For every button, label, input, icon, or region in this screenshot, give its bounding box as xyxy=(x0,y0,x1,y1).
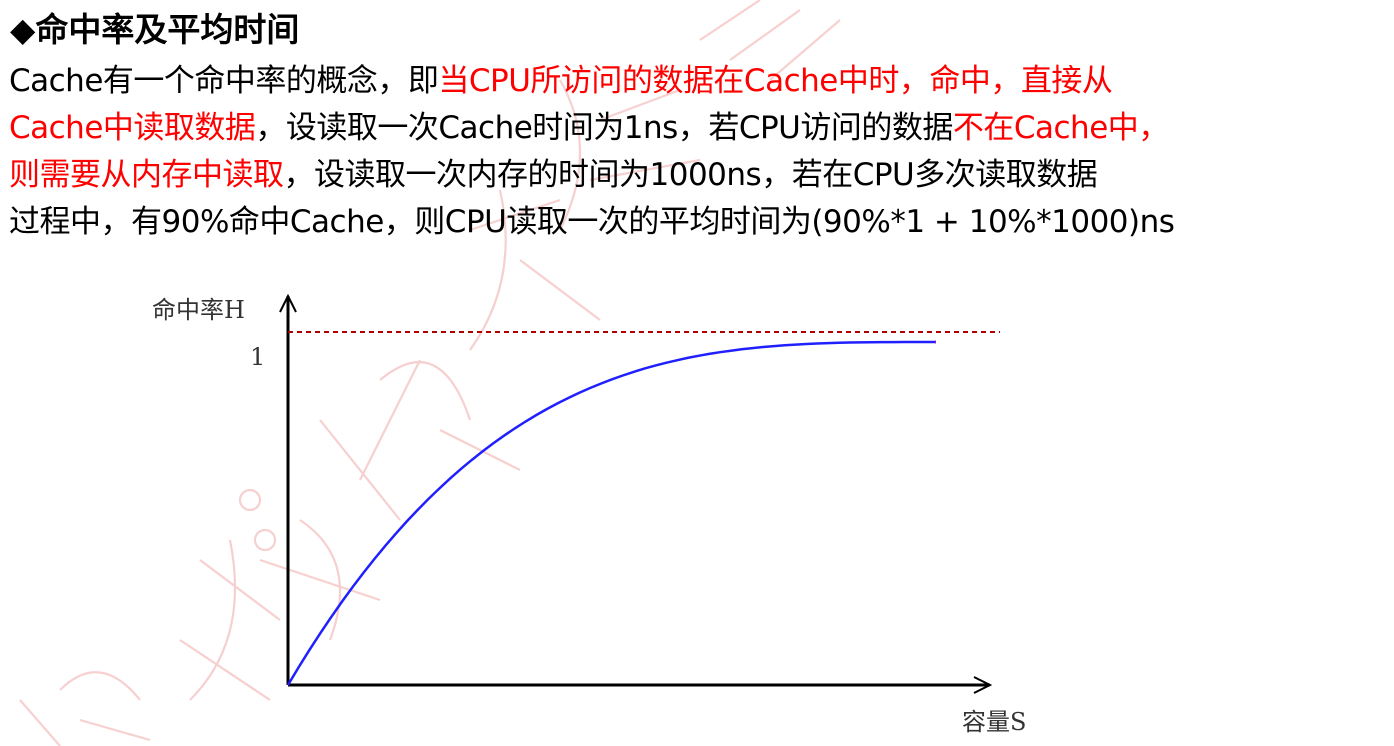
heading-title: 命中率及平均时间 xyxy=(35,10,300,49)
explanation-paragraph: Cache有一个命中率的概念，即当CPU所访问的数据在Cache中时，命中，直接… xyxy=(9,58,1389,246)
y-axis-label: 命中率H xyxy=(152,296,245,324)
y-tick-label: 1 xyxy=(250,343,265,371)
section-heading: ◆命中率及平均时间 xyxy=(10,8,299,52)
highlighted-text: 则需要从内存中读取 xyxy=(9,157,284,193)
paragraph-text: Cache有一个命中率的概念，即 xyxy=(9,63,439,99)
paragraph-line-4: 过程中，有90%命中Cache，则CPU读取一次的平均时间为(90%*1 + 1… xyxy=(9,199,1389,246)
paragraph-text: 过程中，有90%命中Cache，则CPU读取一次的平均时间为(90%*1 + 1… xyxy=(9,204,1175,240)
hit-rate-curve xyxy=(286,340,936,686)
paragraph-line-2: Cache中读取数据，设读取一次Cache时间为1ns，若CPU访问的数据不在C… xyxy=(9,105,1389,152)
paragraph-line-1: Cache有一个命中率的概念，即当CPU所访问的数据在Cache中时，命中，直接… xyxy=(9,58,1389,105)
x-axis-label: 容量S xyxy=(962,708,1026,736)
paragraph-line-3: 则需要从内存中读取，设读取一次内存的时间为1000ns，若在CPU多次读取数据 xyxy=(9,152,1389,199)
diamond-bullet-icon: ◆ xyxy=(10,10,36,49)
paragraph-text: ，设读取一次内存的时间为1000ns，若在CPU多次读取数据 xyxy=(283,157,1098,193)
highlighted-text: 当CPU所访问的数据在Cache中时，命中，直接从 xyxy=(438,63,1113,99)
paragraph-text: ，设读取一次Cache时间为1ns，若CPU访问的数据 xyxy=(255,110,953,146)
highlighted-text: 不在Cache中， xyxy=(952,110,1169,146)
highlighted-text: Cache中读取数据 xyxy=(9,110,256,146)
